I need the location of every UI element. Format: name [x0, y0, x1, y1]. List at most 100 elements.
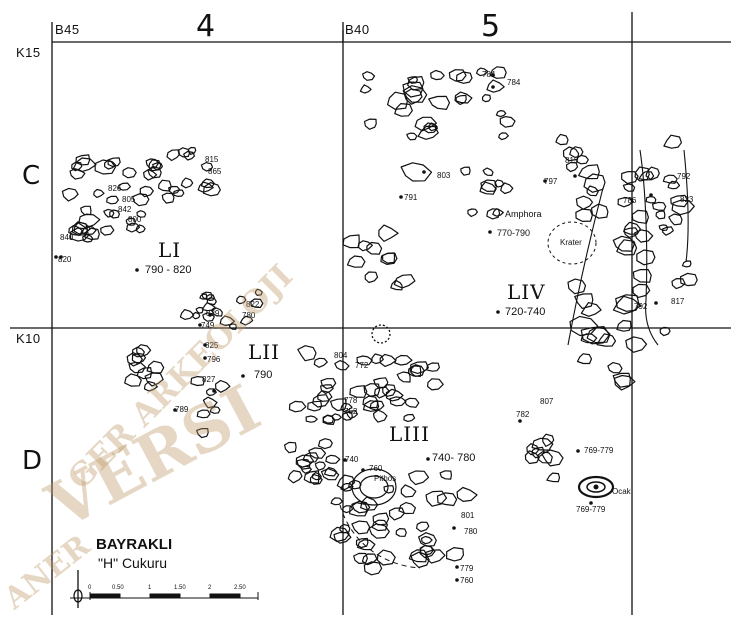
stone — [612, 235, 635, 252]
stone — [100, 225, 115, 236]
spot-804: 804 — [334, 351, 348, 360]
measurement-dot — [488, 230, 492, 234]
stone — [492, 208, 504, 217]
stone — [147, 165, 162, 179]
stone — [430, 69, 445, 81]
stone — [317, 438, 333, 450]
scale-bar — [70, 592, 259, 600]
stone — [166, 149, 181, 162]
stone — [305, 415, 318, 423]
stone — [383, 485, 395, 494]
stone — [426, 362, 440, 372]
stone — [419, 544, 436, 559]
stone — [402, 81, 424, 98]
stone — [467, 208, 478, 218]
measurement-dot — [135, 268, 139, 272]
stone — [379, 353, 397, 367]
stone — [632, 269, 652, 283]
stone — [372, 409, 388, 423]
stone — [190, 376, 205, 387]
stone — [143, 381, 158, 392]
measurement-dot — [54, 255, 58, 259]
stone — [448, 69, 467, 82]
stone — [136, 367, 153, 380]
stone — [124, 373, 142, 387]
stone — [346, 255, 366, 268]
stone — [576, 353, 593, 365]
stone — [143, 169, 158, 181]
stone — [200, 162, 214, 172]
stone — [526, 443, 540, 456]
stone — [308, 447, 327, 459]
stone — [612, 295, 642, 315]
stone — [342, 234, 360, 249]
stone — [201, 291, 213, 300]
stone — [239, 315, 254, 326]
stone — [404, 397, 420, 408]
stone — [320, 378, 337, 390]
stone — [565, 161, 579, 173]
spot-815-c4: 815 — [205, 155, 219, 164]
stone — [580, 302, 602, 317]
stone — [662, 226, 674, 236]
krater-outline — [547, 221, 597, 265]
stone — [439, 470, 452, 480]
stone — [368, 523, 390, 539]
stone — [106, 195, 119, 205]
stone — [356, 539, 376, 551]
stone — [236, 295, 247, 305]
stone — [460, 166, 471, 176]
measurement-dot — [491, 73, 495, 77]
stone — [455, 71, 473, 84]
stone — [325, 454, 341, 464]
stone — [500, 182, 514, 195]
stone — [418, 532, 437, 547]
spot-865: 865 — [208, 167, 222, 176]
spot-772: 772 — [355, 361, 369, 370]
stone — [168, 185, 181, 195]
stone — [632, 283, 651, 298]
spot-780-c4: 780 — [242, 311, 256, 320]
stone — [206, 388, 217, 397]
level-liv: 720-740 — [505, 306, 546, 318]
stone — [638, 171, 655, 181]
spot-760-a: 760 — [369, 464, 383, 473]
stone — [311, 472, 322, 481]
stone — [425, 549, 446, 564]
stone — [200, 178, 215, 189]
spot-801: 801 — [461, 511, 475, 520]
stone — [408, 549, 428, 563]
stone — [486, 79, 505, 93]
stone — [351, 500, 371, 514]
stone — [378, 224, 399, 242]
stone — [348, 479, 362, 490]
level-769-779-b: 769-779 — [576, 505, 606, 514]
stone — [679, 272, 698, 287]
spot-817: 817 — [671, 297, 685, 306]
stone — [356, 355, 373, 366]
stone — [489, 66, 507, 79]
stone — [659, 326, 671, 337]
stone — [196, 409, 211, 419]
stone — [403, 413, 416, 422]
stone — [390, 279, 403, 291]
stone — [406, 132, 418, 141]
grid-row-d: D — [22, 446, 43, 476]
spot-840: 840 — [60, 233, 74, 242]
spot-784-b: 784 — [507, 78, 521, 87]
stone — [364, 271, 379, 284]
spot-749: 749 — [201, 321, 215, 330]
grid-row-c: C — [22, 161, 41, 191]
stone — [322, 414, 336, 425]
stone — [144, 372, 164, 387]
stone — [330, 398, 347, 412]
measurement-dot — [203, 356, 207, 360]
dashed-arc — [339, 504, 421, 569]
stone — [192, 311, 201, 320]
north-arrow — [73, 570, 83, 608]
stone — [313, 357, 328, 368]
measurement-dot — [59, 255, 63, 259]
measurement-dot — [496, 310, 500, 314]
measurement-dot — [452, 526, 456, 530]
